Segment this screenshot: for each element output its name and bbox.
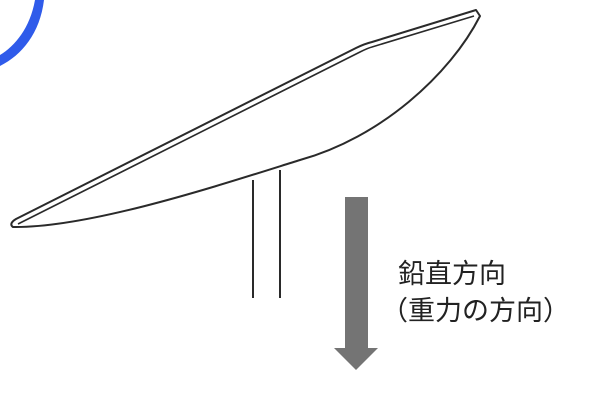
arrow-head xyxy=(334,348,378,370)
arrow-shaft xyxy=(345,197,368,348)
vertical-direction-label: 鉛直方向 xyxy=(398,259,506,290)
dish-mount-post xyxy=(252,170,281,298)
satellite-dish-icon xyxy=(10,9,481,229)
dish-rim-edge xyxy=(17,15,475,225)
down-arrow-icon xyxy=(334,197,378,370)
corner-badge-ring xyxy=(0,0,44,66)
gravity-direction-label: （重力の方向） xyxy=(381,296,570,327)
dish-reflector xyxy=(10,9,481,229)
